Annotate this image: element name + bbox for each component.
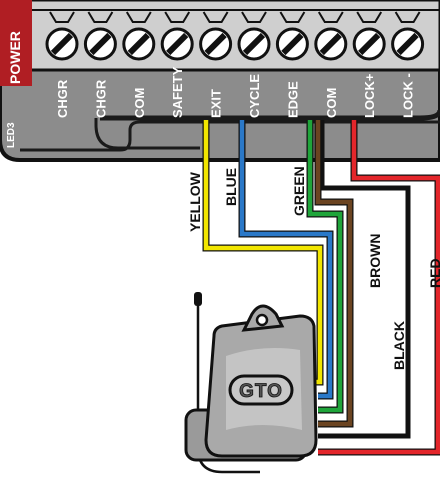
antenna-tip — [194, 292, 202, 306]
terminal-clamp — [87, 11, 114, 23]
wire-red-fill — [318, 120, 440, 455]
led-label: LED3 — [6, 122, 17, 148]
terminal-screw-slot — [281, 32, 304, 56]
terminal-screw-slot — [127, 32, 150, 56]
terminal-screw-slot — [242, 32, 266, 56]
wire-blue-fill — [239, 120, 333, 399]
power-strip — [0, 0, 32, 86]
board-corner-trace — [94, 118, 200, 150]
terminal-screw-slot — [50, 32, 74, 56]
terminal-row — [45, 11, 425, 61]
receiver-logo-plate — [228, 374, 294, 406]
wire-brown-fill — [315, 120, 353, 427]
terminal-screw-slot — [319, 32, 342, 56]
terminal-label: CYCLE — [247, 74, 262, 118]
terminal-label: EXIT — [209, 89, 224, 118]
terminal-label-row: CHGR CHGR COM SAFETY EXIT CYCLE EDGE COM LOCK+ LO… — [55, 66, 416, 118]
control-board: POWER LED3 CHGR CHGR COM SAFETY EXIT CYCLE EDG… — [0, 0, 440, 162]
wire-label-black: BLACK — [391, 321, 407, 370]
terminal-clamp — [356, 11, 383, 23]
terminal-label: COM — [132, 88, 147, 118]
power-label: POWER — [7, 31, 23, 84]
wire-label-yellow: YELLOW — [187, 171, 203, 232]
wire-labels: YELLOW BLUE GREEN BROWN BLACK RED — [187, 166, 440, 370]
receiver-hole — [255, 313, 269, 327]
terminal-clamp — [241, 11, 267, 23]
wire-label-green: GREEN — [291, 166, 307, 216]
wire-label-blue: BLUE — [223, 168, 239, 206]
terminal-screw-slot — [166, 32, 189, 56]
wire-label-red: RED — [427, 258, 440, 288]
terminal-clamp — [164, 11, 191, 23]
terminal-label: CHGR — [55, 79, 70, 118]
terminal-screw-slot — [89, 32, 112, 56]
terminal-screw-slot — [396, 32, 419, 56]
receiver-logo: GTO — [239, 381, 283, 402]
terminal-clamp — [49, 11, 75, 23]
terminal-clamp — [394, 11, 421, 23]
wire-label-brown: BROWN — [367, 234, 383, 288]
terminal-label: LOCK - — [401, 73, 416, 118]
terminal-label: CHGR — [93, 79, 108, 118]
wire-green-fill — [307, 120, 343, 413]
terminal-clamp — [202, 11, 229, 23]
receiver: GTO — [184, 292, 318, 474]
terminal-clamp — [317, 11, 344, 23]
wire-black — [318, 120, 411, 439]
terminal-label: COM — [324, 88, 339, 118]
terminal-screw-slot — [204, 32, 227, 56]
terminal-label: LOCK+ — [362, 73, 377, 118]
terminal-screw-slot — [358, 32, 381, 56]
terminal-label: SAFETY — [170, 66, 185, 118]
terminal-label: EDGE — [285, 81, 300, 118]
terminal-clamp — [279, 11, 306, 23]
terminal-clamp — [125, 11, 152, 23]
